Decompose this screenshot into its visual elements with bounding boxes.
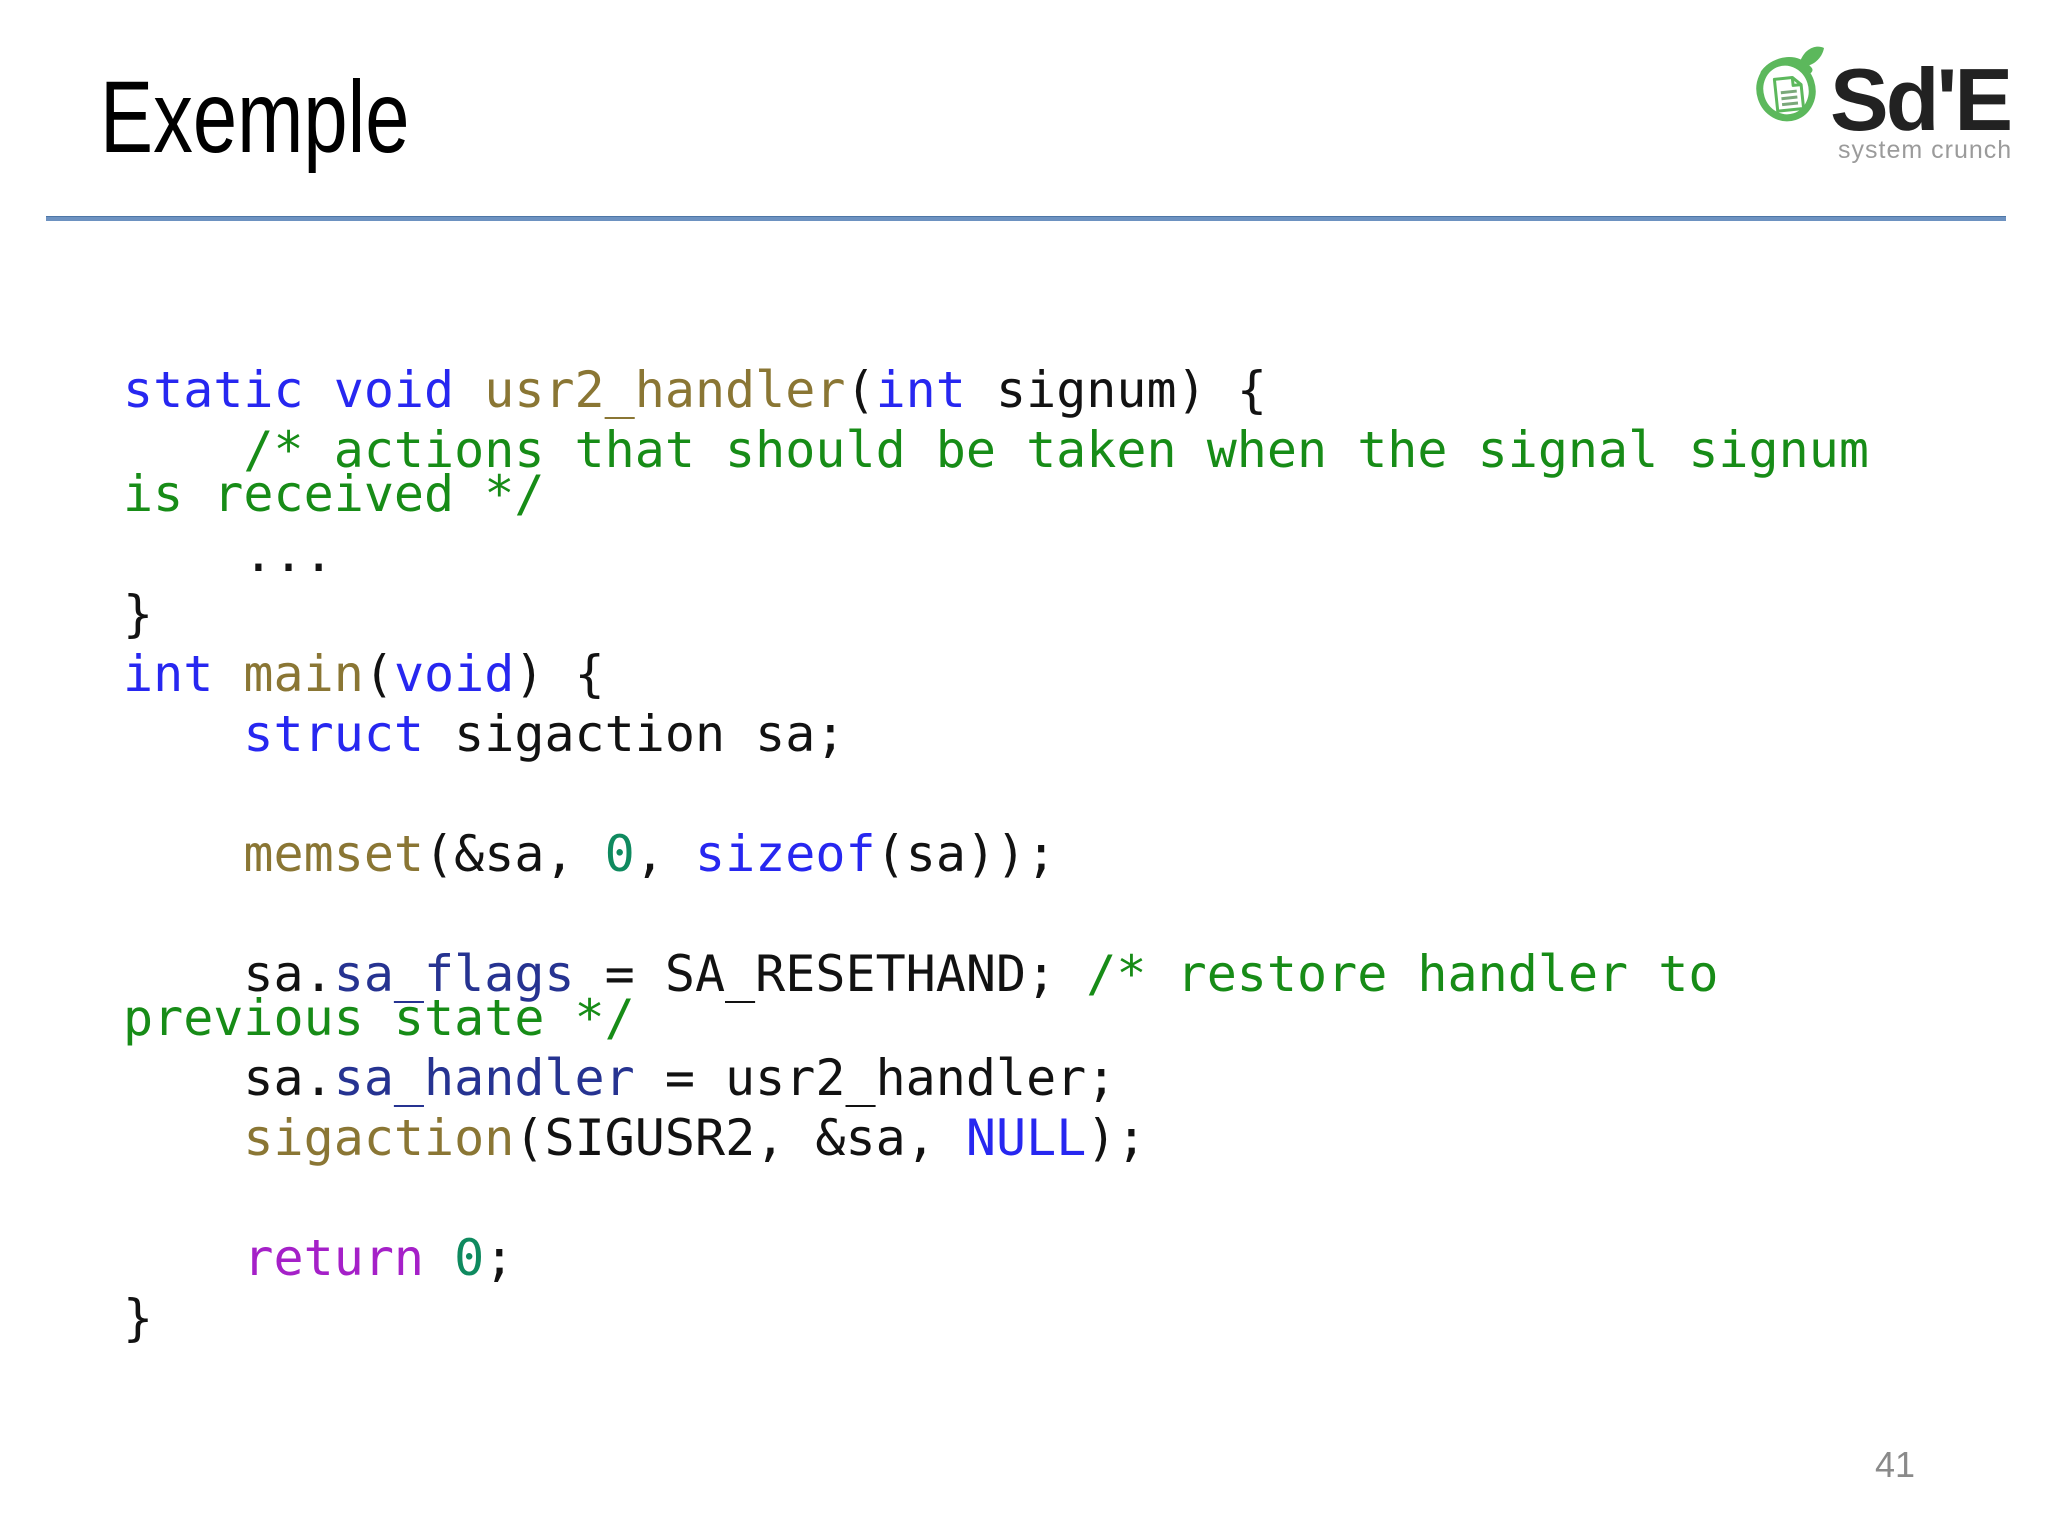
- code-token-plain: ,: [634, 825, 695, 883]
- code-token-function-name: main: [243, 645, 364, 703]
- logo: Sd'E system crunch: [1748, 36, 2018, 164]
- code-token-keyword: int: [123, 645, 214, 703]
- code-token-plain: [123, 705, 243, 763]
- code-token-keyword: NULL: [965, 1109, 1087, 1167]
- code-line: /* actions that should be taken when the…: [123, 425, 1869, 475]
- code-paragraph: sa.sa_handler = usr2_handler;: [123, 1053, 1869, 1103]
- code-token-plain: (&sa,: [424, 825, 605, 883]
- code-token-function-name: memset: [243, 825, 425, 883]
- code-token-plain: [213, 645, 243, 703]
- code-token-plain: (: [363, 645, 394, 703]
- code-paragraph: [123, 772, 1869, 816]
- code-line: previous state */: [123, 993, 1869, 1043]
- code-token-plain: (: [845, 361, 876, 419]
- code-token-plain: ...: [123, 525, 334, 583]
- code-token-comment: /* actions that should be taken when the…: [123, 421, 1869, 479]
- code-token-function-name: sigaction: [243, 1109, 515, 1167]
- code-line: [123, 1176, 1869, 1220]
- code-token-function-name: usr2_handler: [484, 361, 846, 419]
- code-token-keyword: sizeof: [695, 825, 876, 883]
- code-line: [123, 772, 1869, 816]
- code-token-comment: previous state */: [123, 989, 635, 1047]
- code-line: static void usr2_handler(int signum) {: [123, 365, 1869, 415]
- code-paragraph: }: [123, 589, 1869, 639]
- code-paragraph: int main(void) {: [123, 649, 1869, 699]
- code-block: static void usr2_handler(int signum) { /…: [123, 365, 1869, 1356]
- code-token-comment: /* restore handler to: [1086, 945, 1719, 1003]
- code-token-plain: sa.: [123, 1049, 334, 1107]
- code-line: sa.sa_flags = SA_RESETHAND; /* restore h…: [123, 949, 1869, 999]
- code-line: return 0;: [123, 1233, 1869, 1283]
- code-token-plain: sigaction sa;: [424, 705, 846, 763]
- code-token-plain: (sa));: [875, 825, 1057, 883]
- code-paragraph: static void usr2_handler(int signum) {: [123, 365, 1869, 415]
- code-token-plain: [424, 1229, 454, 1287]
- code-token-plain: }: [123, 1289, 154, 1347]
- code-line: }: [123, 1293, 1869, 1343]
- page-number: 41: [1874, 1444, 1916, 1485]
- logo-name: Sd'E: [1830, 50, 2013, 149]
- acorn-document-icon: [1756, 46, 1824, 122]
- code-line: }: [123, 589, 1869, 639]
- code-token-plain: = SA_RESETHAND;: [574, 945, 1087, 1003]
- code-paragraph: sigaction(SIGUSR2, &sa, NULL);: [123, 1113, 1869, 1163]
- code-token-plain: sa.: [123, 945, 334, 1003]
- code-line: sa.sa_handler = usr2_handler;: [123, 1053, 1869, 1103]
- code-paragraph: struct sigaction sa;: [123, 709, 1869, 759]
- code-line: int main(void) {: [123, 649, 1869, 699]
- code-line: ...: [123, 529, 1869, 579]
- code-paragraph: sa.sa_flags = SA_RESETHAND; /* restore h…: [123, 949, 1869, 1043]
- code-line: is received */: [123, 469, 1869, 519]
- code-token-plain: = usr2_handler;: [634, 1049, 1117, 1107]
- code-token-plain: [123, 1229, 243, 1287]
- code-token-keyword: int: [875, 361, 966, 419]
- code-token-plain: [123, 825, 243, 883]
- code-paragraph: [123, 892, 1869, 936]
- code-token-plain: }: [123, 585, 154, 643]
- code-paragraph: return 0;: [123, 1233, 1869, 1283]
- code-token-plain: ;: [484, 1229, 515, 1287]
- code-paragraph: ...: [123, 529, 1869, 579]
- code-token-plain: signum) {: [965, 361, 1267, 419]
- code-paragraph: memset(&sa, 0, sizeof(sa));: [123, 829, 1869, 879]
- code-line: struct sigaction sa;: [123, 709, 1869, 759]
- title-divider-rule: [46, 216, 2006, 221]
- code-paragraph: /* actions that should be taken when the…: [123, 425, 1869, 519]
- code-token-number: 0: [454, 1229, 485, 1287]
- code-token-keyword: void: [393, 645, 515, 703]
- code-token-plain: [123, 1109, 243, 1167]
- code-token-keyword: static void: [123, 361, 485, 419]
- code-paragraph: }: [123, 1293, 1869, 1343]
- code-token-struct-member: sa_handler: [333, 1049, 635, 1107]
- code-token-number: 0: [604, 825, 635, 883]
- code-token-plain: );: [1086, 1109, 1147, 1167]
- code-token-struct-member: sa_flags: [333, 945, 575, 1003]
- code-line: memset(&sa, 0, sizeof(sa));: [123, 829, 1869, 879]
- code-token-return-keyword: return: [243, 1229, 425, 1287]
- code-line: [123, 892, 1869, 936]
- code-line: sigaction(SIGUSR2, &sa, NULL);: [123, 1113, 1869, 1163]
- code-token-plain: ) {: [514, 645, 605, 703]
- slide-title: Exemple: [100, 60, 410, 174]
- code-token-keyword: struct: [243, 705, 425, 763]
- logo-tagline: system crunch: [1838, 136, 2013, 164]
- code-token-plain: (SIGUSR2, &sa,: [514, 1109, 966, 1167]
- code-paragraph: [123, 1176, 1869, 1220]
- code-token-comment: is received */: [123, 465, 545, 523]
